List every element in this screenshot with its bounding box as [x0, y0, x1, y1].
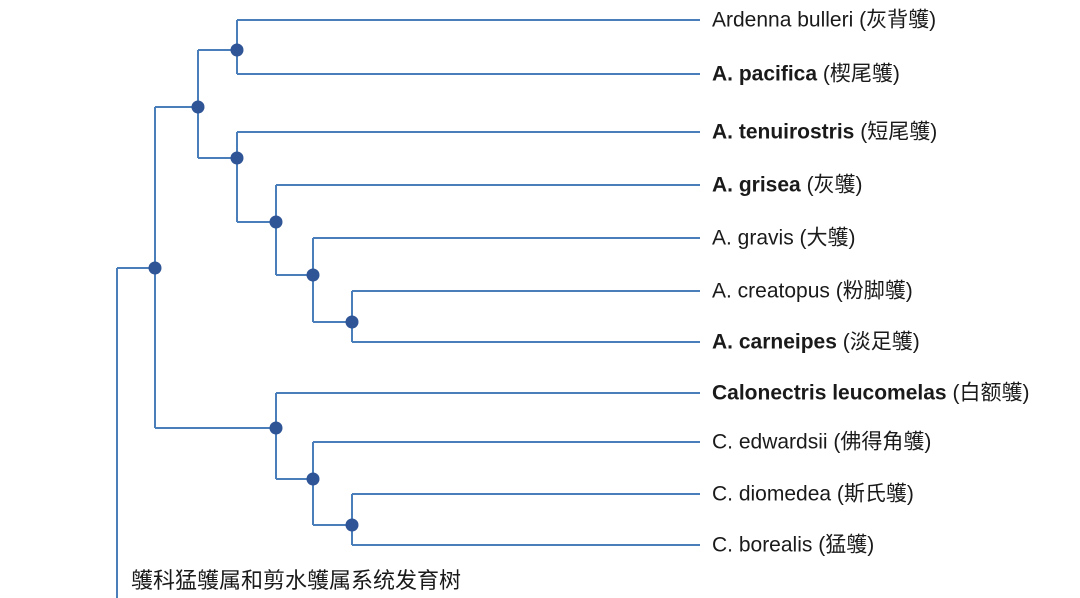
- tip-scientific-name-gravis: A. gravis: [712, 226, 794, 250]
- tip-chinese-name-borealis: (猛鹱): [818, 533, 875, 557]
- node-dot-ardenna: [191, 100, 205, 114]
- tip-label-gravis: A. gravis (大鹱): [712, 228, 856, 249]
- tip-label-creatopus: A. creatopus (粉脚鹱): [712, 281, 913, 302]
- node-dot-tenuirostris-split: [230, 151, 244, 165]
- node-dot-grisea-split: [269, 215, 283, 229]
- tip-chinese-name-gravis: (大鹱): [799, 226, 856, 250]
- tip-label-diomedea: C. diomedea (斯氏鹱): [712, 484, 914, 505]
- node-dot-bulleri-pacifica: [230, 43, 244, 57]
- tip-label-borealis: C. borealis (猛鹱): [712, 535, 874, 556]
- tip-label-grisea: A. grisea (灰鹱): [712, 175, 863, 196]
- tip-scientific-name-edwardsii: C. edwardsii: [712, 430, 828, 454]
- tip-scientific-name-creatopus: A. creatopus: [712, 279, 830, 303]
- node-dot-root: [148, 261, 162, 275]
- tip-scientific-name-tenuirostris: A. tenuirostris: [712, 120, 855, 144]
- tip-chinese-name-tenuirostris: (短尾鹱): [860, 120, 938, 144]
- tip-label-tenuirostris: A. tenuirostris (短尾鹱): [712, 122, 937, 143]
- tip-scientific-name-grisea: A. grisea: [712, 173, 801, 197]
- node-dot-creatopus-carneipes: [345, 315, 359, 329]
- tip-scientific-name-borealis: C. borealis: [712, 533, 813, 557]
- branch-layer: [115, 18, 700, 598]
- figure-caption: 鹱科猛鹱属和剪水鹱属系统发育树: [131, 568, 462, 593]
- tip-scientific-name-carneipes: A. carneipes: [712, 330, 837, 354]
- tip-chinese-name-carneipes: (淡足鹱): [842, 330, 920, 354]
- tip-scientific-name-pacifica: A. pacifica: [712, 62, 818, 86]
- tip-label-edwardsii: C. edwardsii (佛得角鹱): [712, 432, 931, 453]
- tip-chinese-name-edwardsii: (佛得角鹱): [833, 430, 932, 454]
- tip-label-carneipes: A. carneipes (淡足鹱): [712, 332, 920, 353]
- node-dot-diomedea-borealis: [345, 518, 359, 532]
- tip-scientific-name-diomedea: C. diomedea: [712, 482, 832, 506]
- node-dot-calonectris: [269, 421, 283, 435]
- tip-label-pacifica: A. pacifica (楔尾鹱): [712, 64, 900, 85]
- tip-chinese-name-diomedea: (斯氏鹱): [836, 482, 914, 506]
- tip-label-bulleri: Ardenna bulleri (灰背鹱): [712, 10, 936, 31]
- node-dot-edwardsii-split: [306, 472, 320, 486]
- tip-chinese-name-pacifica: (楔尾鹱): [822, 62, 900, 86]
- node-dot-gravis-split: [306, 268, 320, 282]
- tip-chinese-name-bulleri: (灰背鹱): [859, 8, 937, 32]
- tip-chinese-name-creatopus: (粉脚鹱): [835, 279, 913, 303]
- tip-scientific-name-leucomelas: Calonectris leucomelas: [712, 381, 947, 405]
- tip-scientific-name-bulleri: Ardenna bulleri: [712, 8, 854, 32]
- tip-label-leucomelas: Calonectris leucomelas (白额鹱): [712, 383, 1029, 404]
- tip-chinese-name-leucomelas: (白额鹱): [952, 381, 1030, 405]
- tip-chinese-name-grisea: (灰鹱): [806, 173, 863, 197]
- node-dot-layer: [148, 43, 359, 532]
